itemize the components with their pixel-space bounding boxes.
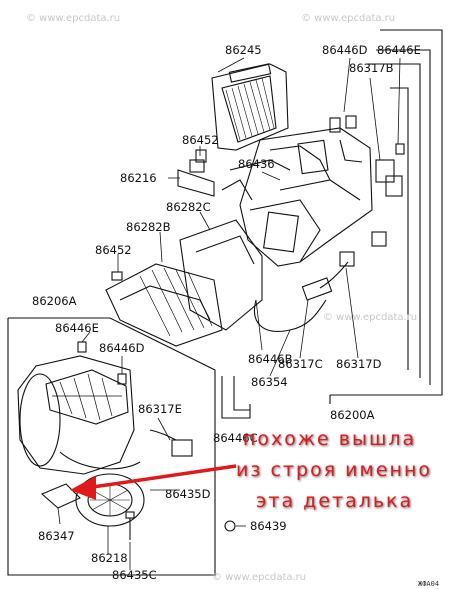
part-label-86206a: 86206A [32, 294, 77, 308]
part-label-86317c: 86317C [278, 357, 323, 371]
part-label-86218: 86218 [91, 551, 128, 565]
part-label-86317b: 86317B [349, 61, 394, 75]
red-arrow [70, 464, 237, 500]
part-label-86446d: 86446D [99, 341, 145, 355]
part-label-86446c: 86446C [213, 431, 258, 445]
part-label-86452: 86452 [182, 133, 219, 147]
part-label-86446e: 86446E [55, 321, 99, 335]
part-label-86436: 86436 [238, 157, 275, 171]
part-label-86452: 86452 [95, 243, 132, 257]
part-label-86282b: 86282B [126, 220, 171, 234]
part-label-86446d: 86446D [322, 43, 368, 57]
part-label-86435c: 86435C [112, 568, 157, 582]
part-label-86439: 86439 [250, 519, 287, 533]
watermark: © www.epcdata.ru [323, 312, 418, 323]
watermark: © www.epcdata.ru [26, 13, 121, 24]
part-label-86282c: 86282C [166, 200, 211, 214]
annotation-line-1: похоже вышла [243, 428, 417, 450]
part-label-86317e: 86317E [138, 402, 182, 416]
watermark: © www.epcdata.ru [301, 13, 396, 24]
part-label-86354: 86354 [251, 375, 288, 389]
part-label-86347: 86347 [38, 529, 75, 543]
part-label-86435d: 86435D [165, 487, 211, 501]
part-label-86446e: 86446E [377, 43, 421, 57]
annotation-line-2: из строя именно [236, 459, 432, 481]
watermark: © www.epcdata.ru [212, 572, 307, 583]
figure-code: ЖФА04 [418, 580, 440, 588]
part-label-86317d: 86317D [336, 357, 382, 371]
part-label-86446b: 86446B [248, 352, 293, 366]
annotation-line-3: эта деталька [256, 490, 414, 512]
part-label-86245: 86245 [225, 43, 262, 57]
part-label-86200a: 86200A [330, 408, 375, 422]
part-label-86216: 86216 [120, 171, 157, 185]
